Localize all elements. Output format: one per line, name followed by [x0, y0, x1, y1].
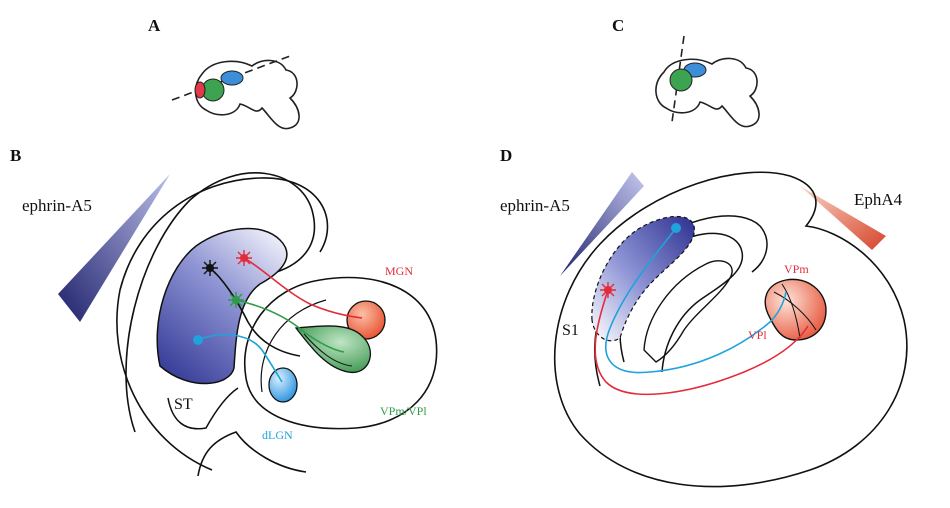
mgn-label: MGN — [385, 264, 414, 278]
thalamus-inner-d2 — [781, 283, 801, 339]
axon-black-b — [209, 267, 301, 357]
axon-green-b — [235, 299, 345, 353]
dlgn-nucleus — [268, 367, 298, 403]
axon-red-d — [594, 289, 809, 396]
striatum-region — [156, 227, 288, 385]
axon-blue-b — [197, 333, 283, 383]
mgn-nucleus — [346, 300, 386, 340]
thalamus-inner-d — [773, 291, 817, 331]
axon-red-b — [243, 257, 363, 319]
brain-blue-region-a — [220, 70, 244, 86]
terminal-star-black — [202, 260, 218, 276]
cortex-fold-2 — [643, 260, 733, 363]
vpl-label-d: VPl — [748, 328, 767, 342]
panel-label-a: A — [148, 16, 161, 35]
panel-label-c: C — [612, 16, 625, 35]
ephrin-a5-label-right: ephrin-A5 — [500, 196, 570, 215]
brain-outline-b-lower — [197, 431, 307, 477]
cortex-outline-outer — [553, 171, 908, 488]
dlgn-label: dLGN — [262, 428, 293, 442]
panel-label-d: D — [500, 146, 513, 165]
terminal-dot-blue-d — [671, 223, 681, 233]
striatum-border-curve — [167, 387, 239, 430]
epha4-label: EphA4 — [854, 190, 903, 209]
terminal-star-green — [228, 292, 244, 308]
ephrin-a5-gradient-right — [560, 172, 644, 276]
vpm-label-d: VPm — [784, 262, 809, 276]
vp-nucleus-inner — [303, 333, 353, 367]
panel-label-b: B — [10, 146, 22, 165]
terminal-star-red-d — [600, 282, 616, 298]
s1-region — [591, 215, 695, 342]
terminal-star-red — [236, 250, 252, 266]
terminal-dot-blue — [193, 335, 203, 345]
thalamus-outline-d — [764, 278, 827, 341]
epha4-gradient — [800, 186, 886, 250]
s1-label: S1 — [562, 322, 579, 339]
brain-green-region-c — [669, 68, 693, 92]
brain-outline-b-outer — [116, 177, 329, 471]
brain-red-region-a — [194, 81, 206, 99]
brain-outline-b — [125, 172, 316, 433]
mouse-icon-a — [171, 55, 300, 130]
st-label: ST — [174, 396, 193, 413]
ephrin-a5-label-left: ephrin-A5 — [22, 196, 92, 215]
vpm-vpl-label: VPm/VPl — [380, 404, 427, 418]
thalamus-outline — [244, 276, 438, 430]
axon-blue-d — [605, 227, 787, 374]
ephrin-a5-gradient-left — [58, 174, 170, 322]
